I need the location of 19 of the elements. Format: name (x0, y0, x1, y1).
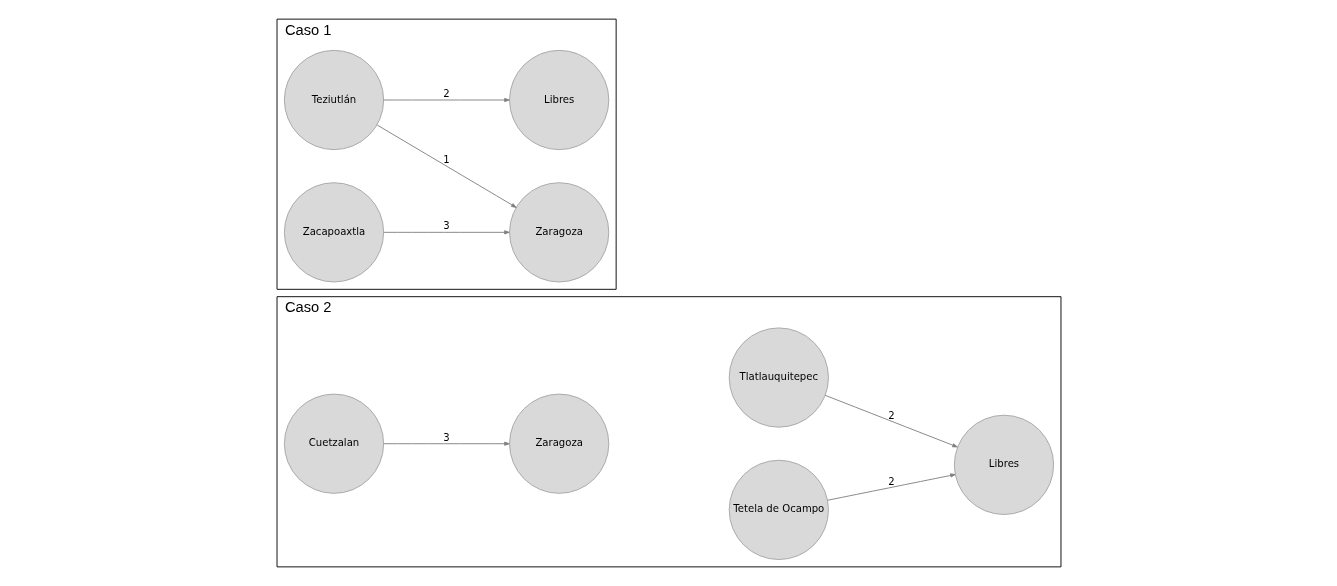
node-circle: Zacapoaxtla (283, 182, 384, 283)
arrow (382, 230, 510, 235)
node-circle: Zaragoza (508, 393, 609, 494)
arrow (382, 97, 510, 103)
edge-label: 2 (442, 88, 450, 100)
arrow (376, 124, 517, 208)
edge-label: 3 (442, 220, 450, 232)
node-circle: Tlatlauquitepec (728, 327, 829, 428)
edge-label: 3 (442, 431, 450, 443)
edge-label: 1 (442, 154, 450, 166)
arrow (382, 441, 510, 446)
edge-label: 2 (887, 475, 895, 487)
node-circle: Libres (508, 49, 609, 151)
arrow (826, 473, 956, 501)
node-circle: Tetela de Ocampo (728, 459, 829, 560)
node-circle: Cuetzalan (283, 393, 384, 494)
edge-label: 2 (887, 409, 895, 421)
arrow (824, 394, 958, 448)
node-circle: Teziutlán (283, 49, 384, 151)
